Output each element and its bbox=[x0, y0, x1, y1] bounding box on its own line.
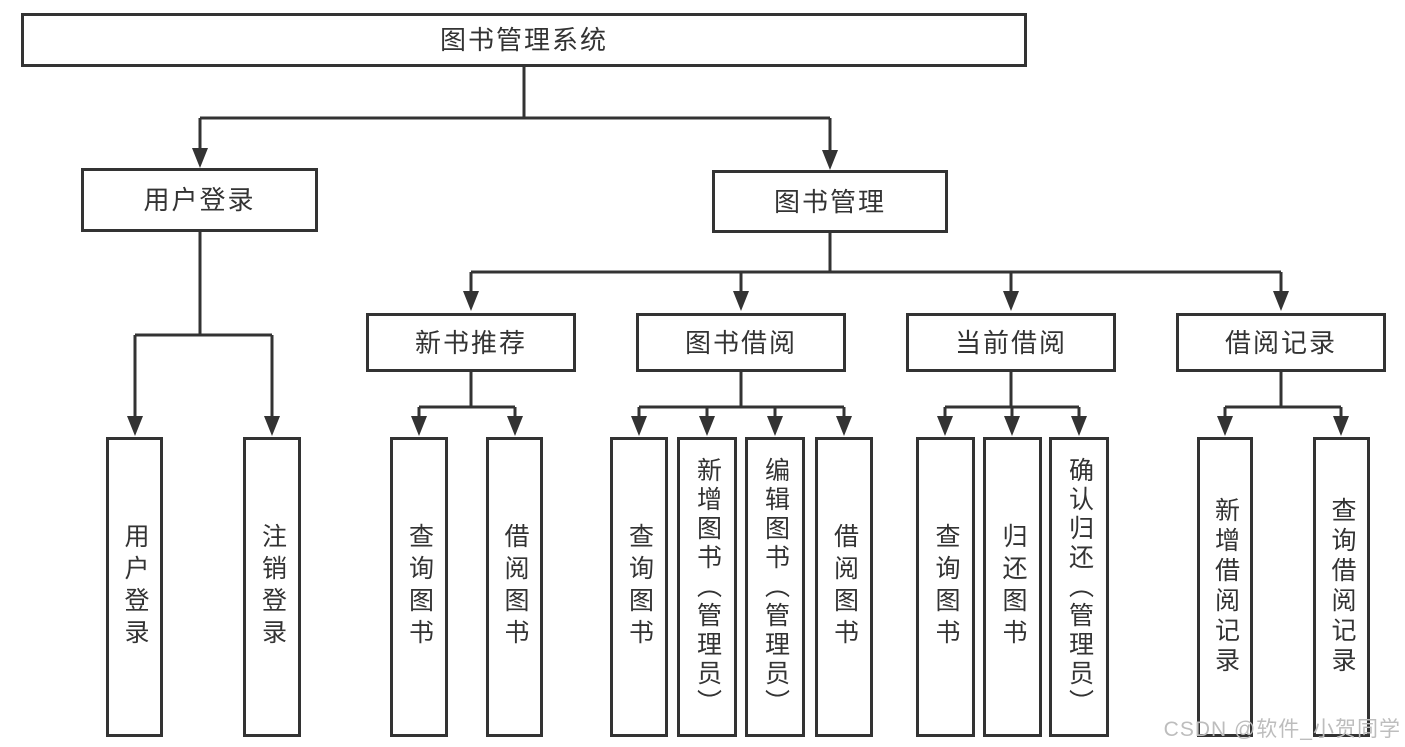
leaf-query-borrow-record: 查询借阅记录 bbox=[1313, 437, 1370, 737]
leaf-confirm-return-admin: 确认归还（管理员） bbox=[1049, 437, 1109, 737]
leaf-query-books-1: 查询图书 bbox=[390, 437, 448, 737]
node-new-book-recommend: 新书推荐 bbox=[366, 313, 576, 372]
watermark-text: CSDN @软件_小贺同学 bbox=[1163, 718, 1401, 741]
leaf-borrow-books-1: 借阅图书 bbox=[486, 437, 543, 737]
leaf-user-login: 用户登录 bbox=[106, 437, 163, 737]
leaf-logout: 注销登录 bbox=[243, 437, 301, 737]
leaf-borrow-books-2: 借阅图书 bbox=[815, 437, 873, 737]
leaf-return-books: 归还图书 bbox=[983, 437, 1042, 737]
leaf-query-books-3: 查询图书 bbox=[916, 437, 975, 737]
leaf-add-borrow-record: 新增借阅记录 bbox=[1197, 437, 1253, 737]
node-current-borrow: 当前借阅 bbox=[906, 313, 1116, 372]
leaf-edit-book-admin: 编辑图书（管理员） bbox=[745, 437, 805, 737]
node-user-login: 用户登录 bbox=[81, 168, 318, 232]
node-root: 图书管理系统 bbox=[21, 13, 1027, 67]
node-book-management: 图书管理 bbox=[712, 170, 948, 233]
leaf-add-book-admin: 新增图书（管理员） bbox=[677, 437, 737, 737]
leaf-query-books-2: 查询图书 bbox=[610, 437, 668, 737]
node-book-borrow: 图书借阅 bbox=[636, 313, 846, 372]
node-borrow-records: 借阅记录 bbox=[1176, 313, 1386, 372]
